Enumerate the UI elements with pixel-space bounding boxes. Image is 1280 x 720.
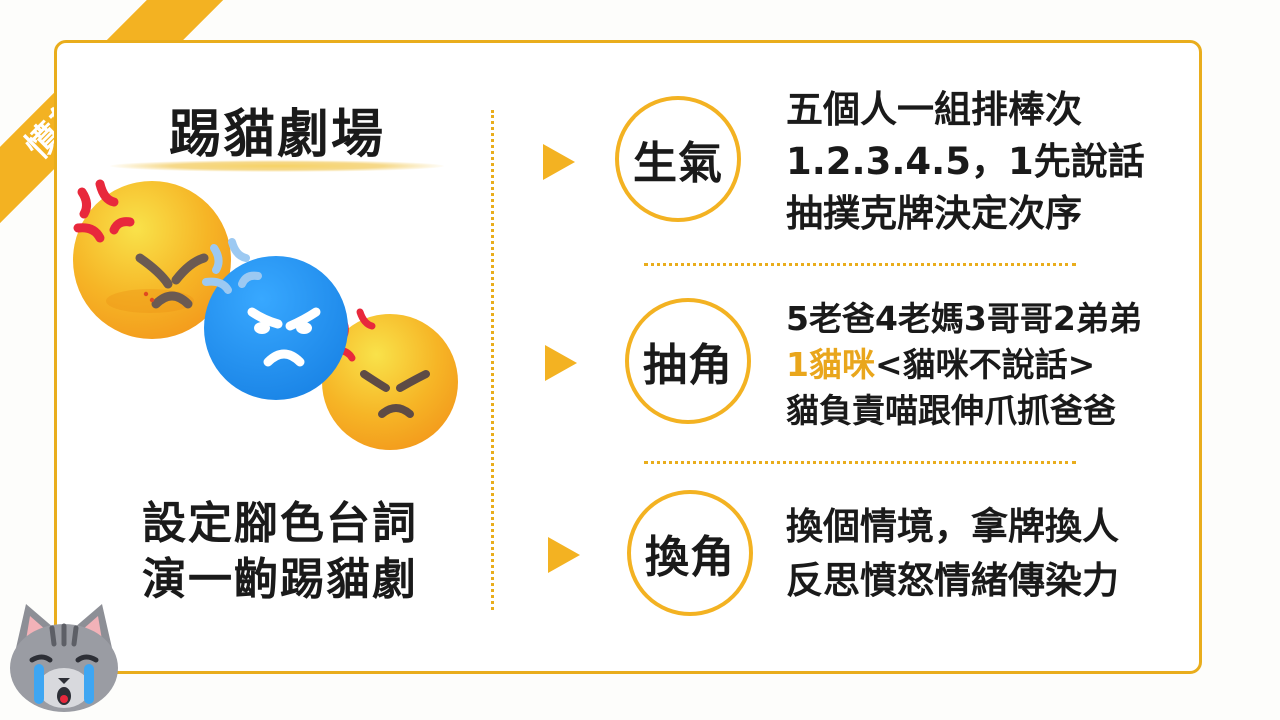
step-2-description: 5老爸4老媽3哥哥2弟弟 1貓咪<貓咪不說話> 貓負責喵跟伸爪抓爸爸: [786, 296, 1142, 434]
step-3-line-1: 換個情境，拿牌換人: [786, 505, 1119, 548]
angry-face-blue-icon: [204, 256, 348, 400]
left-description: 設定腳色台詞 演一齣踢貓劇: [100, 496, 460, 608]
step-3-description: 換個情境，拿牌換人 反思憤怒情緒傳染力: [786, 500, 1119, 608]
title-underline: [110, 160, 444, 172]
description-line-2: 演一齣踢貓劇: [142, 554, 418, 605]
arrow-right-icon: [543, 144, 575, 180]
step-1-description: 五個人一組排棒次 1.2.3.4.5，1先說話 抽撲克牌決定次序: [786, 84, 1145, 240]
horizontal-divider: [644, 263, 1076, 266]
vertical-divider: [491, 110, 494, 610]
page-title: 踢貓劇場: [168, 105, 385, 165]
anger-symbol-red-icon: [73, 179, 135, 243]
angry-face-yellow-small-icon: [322, 314, 458, 450]
description-line-1: 設定腳色台詞: [142, 498, 418, 549]
highlight-cat: 1貓咪: [786, 345, 875, 384]
angry-faces-illustration: [73, 179, 458, 450]
step-1-line-3: 抽撲克牌決定次序: [786, 192, 1082, 235]
horizontal-divider: [644, 461, 1076, 464]
crying-cat-icon: [10, 604, 118, 712]
step-badge-draw-role: 抽角: [625, 298, 751, 424]
angry-face-yellow-large-icon: [73, 181, 231, 339]
step-badge-anger: 生氣: [615, 96, 741, 222]
step-2-line-2-rest: <貓咪不說話>: [874, 345, 1096, 384]
step-2-line-1: 5老爸4老媽3哥哥2弟弟: [786, 299, 1142, 338]
anger-symbol-blue-icon: [202, 238, 262, 294]
step-3-line-2: 反思憤怒情緒傳染力: [786, 559, 1119, 602]
step-2-line-2: 1貓咪<貓咪不說話>: [786, 342, 1142, 388]
step-2-line-3: 貓負責喵跟伸爪抓爸爸: [786, 391, 1116, 430]
step-1-line-2: 1.2.3.4.5，1先說話: [786, 140, 1145, 183]
arrow-right-icon: [548, 537, 580, 573]
step-badge-swap-role: 換角: [627, 490, 753, 616]
arrow-right-icon: [545, 345, 577, 381]
step-1-line-1: 五個人一組排棒次: [786, 88, 1082, 131]
